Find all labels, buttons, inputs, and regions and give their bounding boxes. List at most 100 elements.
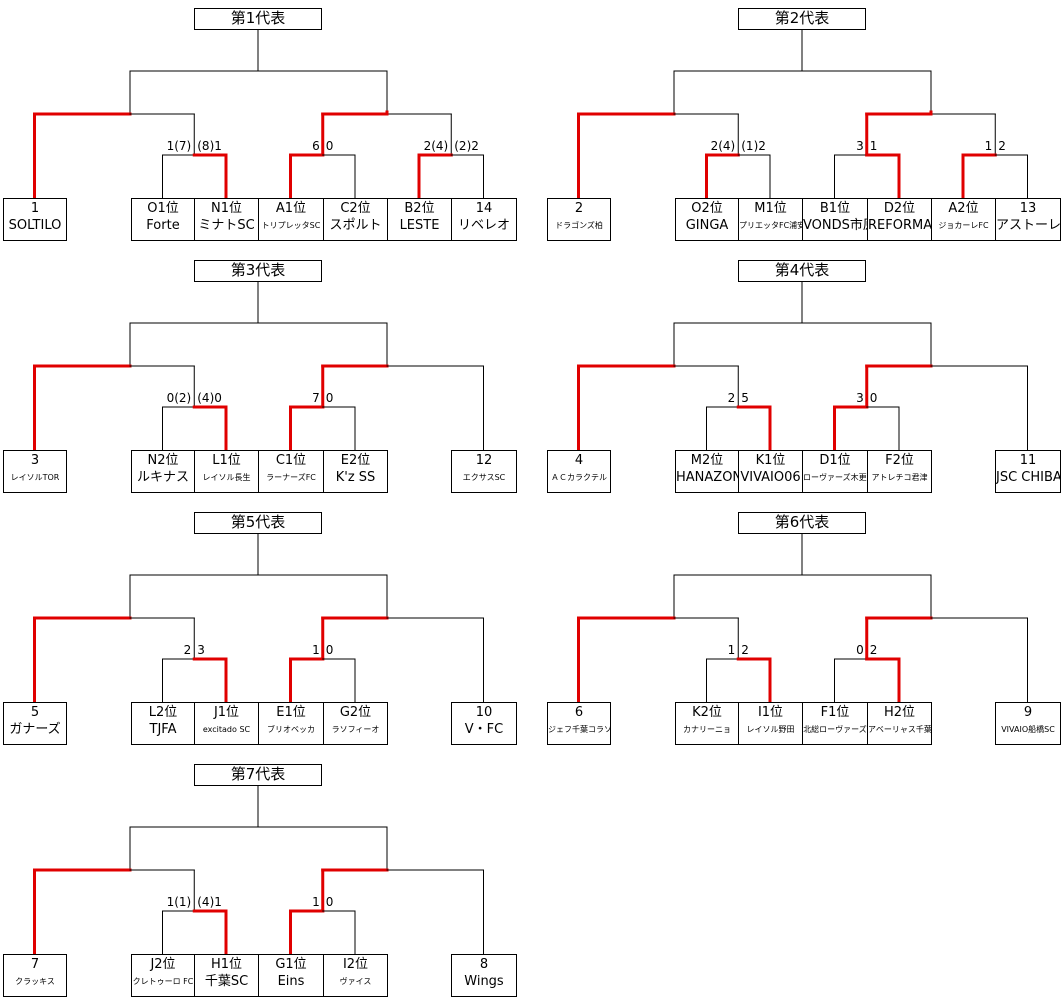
team-box: C1位ラーナーズFC [258, 450, 324, 493]
score-left: 2(4) [710, 139, 736, 153]
score-left: 1(7) [166, 139, 192, 153]
score-right: 2 [998, 139, 1006, 153]
team-name: VIVAIO06 [740, 470, 801, 485]
team-name: レイソル野田 [746, 725, 795, 734]
team-seed: C2位 [340, 201, 371, 216]
team-box: H1位千葉SC [194, 954, 259, 997]
team-seed: N1位 [211, 201, 242, 216]
score-right: (4)0 [197, 391, 222, 405]
team-seed: C1位 [275, 453, 307, 468]
score-right: (1)2 [741, 139, 766, 153]
team-name: スポルト [329, 218, 382, 233]
team-name: エクサスSC [462, 473, 506, 482]
score-left: 0 [856, 643, 864, 657]
team-name: プリエッタFC浦安 [739, 221, 802, 230]
team-name: レイソルTOR [10, 473, 60, 482]
team-seed: A1位 [275, 201, 307, 216]
team-seed: K1位 [755, 453, 786, 468]
score-left: 1 [312, 895, 320, 909]
team-seed: 14 [475, 201, 493, 216]
team-name: ラーナーズFC [266, 473, 316, 482]
score-left: 0(2) [166, 391, 192, 405]
team-name: ドラゴンズ柏 [555, 221, 603, 230]
team-name: V・FC [464, 722, 504, 737]
bracket-title: 第5代表 [194, 512, 322, 534]
score-right: 2 [869, 643, 878, 657]
team-name: アストーレ [996, 218, 1060, 233]
team-name: トリプレッタSC [261, 221, 321, 230]
team-seed: H1位 [210, 957, 243, 972]
team-seed: N2位 [147, 453, 179, 468]
team-name: LESTE [399, 218, 440, 233]
team-seed: F1位 [820, 705, 850, 720]
team-name: Forte [146, 218, 180, 233]
team-seed: A2位 [948, 201, 979, 216]
bracket-title: 第2代表 [738, 8, 866, 30]
score-right: 0 [869, 391, 878, 405]
team-seed: M2位 [690, 453, 724, 468]
score-left: 1(1) [166, 895, 192, 909]
team-name: ミナトSC [198, 218, 255, 233]
team-seed: 2 [574, 201, 584, 216]
team-name: クラッキス [15, 977, 55, 986]
team-seed: M1位 [754, 201, 787, 216]
team-name: アベーリャス千葉FC [868, 725, 931, 734]
team-name: REFORMA [868, 218, 931, 233]
team-seed: 9 [1023, 705, 1033, 720]
team-box: M2位HANAZONO [675, 450, 739, 493]
team-box: 6 ジェフ千葉コラソン [547, 702, 611, 745]
team-box: L1位レイソル長生 [194, 450, 259, 493]
team-box: N2位ルキナス [131, 450, 195, 493]
team-seed: I1位 [757, 705, 784, 720]
score-right: 0 [325, 643, 334, 657]
team-seed: H2位 [883, 705, 916, 720]
team-name: アトレチコ君津 [871, 473, 928, 482]
score-right: 0 [325, 139, 334, 153]
team-name: 千葉SC [204, 974, 249, 989]
team-name: Eins [277, 974, 305, 989]
score-left: 3 [856, 139, 864, 153]
team-name: TJFA [149, 722, 177, 737]
score-left: 1 [984, 139, 993, 153]
team-name: ローヴァーズ木更津 [803, 473, 867, 482]
team-seed: O2位 [691, 201, 723, 216]
bracket-title: 第3代表 [194, 260, 322, 282]
score-right: 1 [869, 139, 878, 153]
team-seed: J1位 [213, 705, 240, 720]
team-name: ヴァイス [339, 977, 372, 986]
score-right: 5 [741, 391, 749, 405]
score-right: 0 [325, 391, 334, 405]
team-name: ラソフィーオ [331, 725, 380, 734]
team-box: G2位ラソフィーオ [323, 702, 388, 745]
team-name: ジョカーレFC [938, 221, 989, 230]
team-name: SOLTILO [8, 218, 62, 233]
team-name: JSC CHIBA [996, 470, 1060, 485]
team-seed: E2位 [340, 453, 371, 468]
team-name: ジェフ千葉コラソン [548, 725, 610, 734]
team-name: カナリーニョ [683, 725, 731, 734]
team-box: M1位プリエッタFC浦安 [738, 198, 803, 241]
team-seed: K2位 [692, 705, 722, 720]
team-seed: 11 [1019, 453, 1037, 468]
team-seed: J2位 [150, 957, 176, 972]
team-seed: 4 [574, 453, 584, 468]
team-seed: 8 [479, 957, 489, 972]
score-right: (8)1 [197, 139, 222, 153]
team-seed: 6 [574, 705, 584, 720]
team-box: I1位レイソル野田 [738, 702, 803, 745]
